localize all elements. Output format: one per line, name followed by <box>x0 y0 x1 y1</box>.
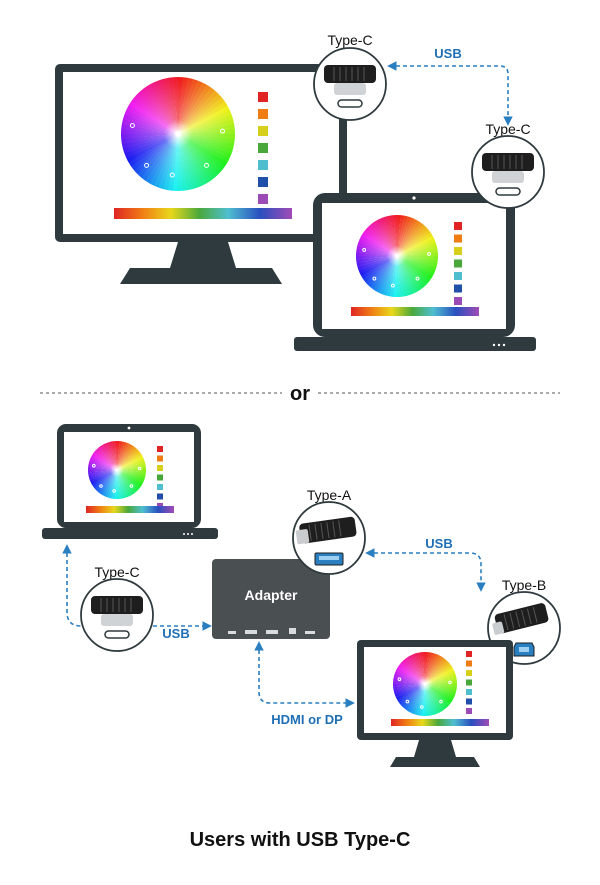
color-swatch <box>258 143 268 153</box>
color-swatch <box>258 177 268 187</box>
color-bar <box>351 307 479 316</box>
diagram-title: Users with USB Type-C <box>190 829 411 851</box>
color-swatch <box>454 272 462 280</box>
laptop-bottom <box>42 424 218 539</box>
color-swatch <box>157 455 163 462</box>
hdmi-dp-label: HDMI or DP <box>271 712 343 727</box>
color-swatches <box>466 651 472 714</box>
color-wheel-icon <box>87 440 147 500</box>
usb-type-b-plug-icon <box>492 603 549 657</box>
color-swatch <box>157 465 163 471</box>
color-swatch <box>454 247 462 255</box>
color-swatch <box>157 474 163 481</box>
color-bar <box>86 506 174 513</box>
color-swatch <box>454 284 462 293</box>
color-swatch <box>258 92 268 102</box>
color-swatches <box>258 92 268 204</box>
color-swatch <box>466 698 472 705</box>
color-swatch <box>454 259 462 268</box>
color-swatch <box>466 670 472 676</box>
color-swatch <box>258 109 268 119</box>
color-swatch <box>258 126 268 136</box>
color-wheel-icon <box>392 651 458 717</box>
color-swatch <box>258 160 268 170</box>
usb-label: USB <box>434 46 461 61</box>
type-c-to-laptop-arrow <box>62 544 82 627</box>
monitor-top <box>55 64 347 284</box>
color-swatch <box>454 297 462 305</box>
type-c-label: Type-C <box>94 564 139 580</box>
type-b-label: Type-B <box>502 577 546 593</box>
color-swatch <box>466 660 472 667</box>
monitor-bottom <box>357 640 513 767</box>
color-swatch <box>466 689 472 695</box>
color-swatch <box>258 194 268 204</box>
hdmi-dp-arrow <box>254 641 355 708</box>
type-c-label: Type-C <box>327 32 372 48</box>
laptop-top <box>294 193 536 351</box>
type-c-connector-laptop: Type-C <box>471 121 545 209</box>
color-bar <box>391 719 489 726</box>
type-c-connector-monitor: Type-C <box>313 32 387 121</box>
type-c-connector-bottom: Type-C <box>80 564 154 652</box>
color-swatches <box>454 222 462 305</box>
color-bar <box>114 208 292 219</box>
type-c-label: Type-C <box>485 121 530 137</box>
adapter-label: Adapter <box>245 587 298 603</box>
usb-type-a-to-b-arrow <box>365 548 486 592</box>
color-swatch <box>157 446 163 452</box>
usb-type-c-plug-icon <box>91 596 143 639</box>
color-swatch <box>466 708 472 714</box>
color-wheel-icon <box>120 76 236 192</box>
color-swatch <box>466 679 472 686</box>
usb-type-c-plug-icon <box>324 65 376 108</box>
usb-label: USB <box>425 536 452 551</box>
color-swatch <box>466 651 472 657</box>
color-wheel-icon <box>355 214 439 298</box>
or-label: or <box>290 383 310 405</box>
color-swatch <box>454 222 462 230</box>
color-swatch <box>157 493 163 500</box>
color-swatch <box>454 234 462 243</box>
type-a-label: Type-A <box>307 487 352 503</box>
usb-type-c-plug-icon <box>482 153 534 196</box>
usb-link-arrow <box>387 61 513 126</box>
usb-label: USB <box>162 626 189 641</box>
type-a-connector: Type-A <box>292 487 366 575</box>
usb-type-a-plug-icon <box>295 516 357 566</box>
color-swatch <box>157 484 163 490</box>
adapter: Adapter <box>212 559 330 639</box>
